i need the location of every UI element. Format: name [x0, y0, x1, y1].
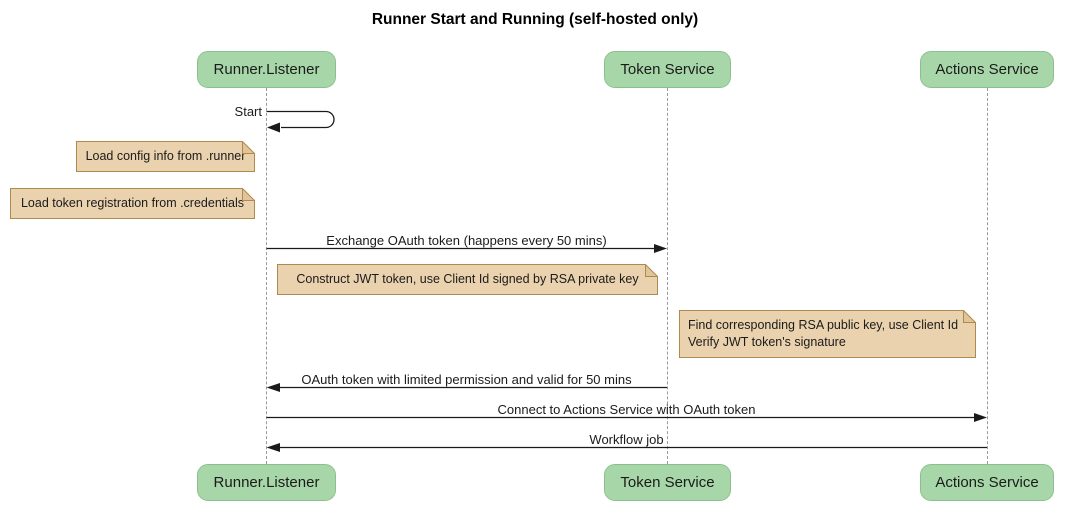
note-text-line1: Find corresponding RSA public key, use C… — [688, 318, 959, 332]
note-find-rsa-key: Find corresponding RSA public key, use C… — [679, 310, 976, 358]
note-fold-flap — [242, 188, 255, 201]
note-fold-flap — [963, 310, 976, 323]
self-message-start-line — [266, 110, 335, 129]
message-label-start: Start — [234, 104, 262, 119]
lifeline-actions-service — [987, 88, 988, 464]
note-fold-flap — [242, 141, 255, 154]
note-fold-icon — [963, 310, 976, 323]
note-fold-icon — [242, 141, 255, 154]
diagram-title: Runner Start and Running (self-hosted on… — [371, 11, 699, 28]
message-label-workflow-job: Workflow job — [589, 432, 664, 447]
message-label-connect-actions: Connect to Actions Service with OAuth to… — [497, 402, 756, 417]
note-fold-icon — [242, 188, 255, 201]
message-label-exchange-oauth: Exchange OAuth token (happens every 50 m… — [326, 233, 607, 248]
note-construct-jwt: Construct JWT token, use Client Id signe… — [277, 264, 658, 295]
note-load-config: Load config info from .runner — [76, 141, 255, 172]
note-text: Load config info from .runner — [85, 149, 246, 163]
note-fold-flap — [645, 264, 658, 277]
participant-actions-service-top: Actions Service — [920, 51, 1054, 88]
note-text: Load token registration from .credential… — [20, 196, 245, 210]
participant-token-service-top: Token Service — [604, 51, 731, 88]
note-text: Construct JWT token, use Client Id signe… — [296, 272, 639, 286]
message-label-oauth-token: OAuth token with limited permission and … — [301, 372, 632, 387]
note-load-token-registration: Load token registration from .credential… — [10, 188, 255, 219]
lifeline-runner-listener — [266, 88, 267, 464]
participant-runner-listener-top: Runner.Listener — [197, 51, 336, 88]
participant-actions-service-bottom: Actions Service — [920, 464, 1054, 501]
note-fold-icon — [645, 264, 658, 277]
participant-token-service-bottom: Token Service — [604, 464, 731, 501]
note-text-line2: Verify JWT token's signature — [688, 335, 846, 349]
lifeline-token-service — [667, 88, 668, 464]
participant-runner-listener-bottom: Runner.Listener — [197, 464, 336, 501]
self-message-start-arrowhead — [267, 122, 280, 133]
